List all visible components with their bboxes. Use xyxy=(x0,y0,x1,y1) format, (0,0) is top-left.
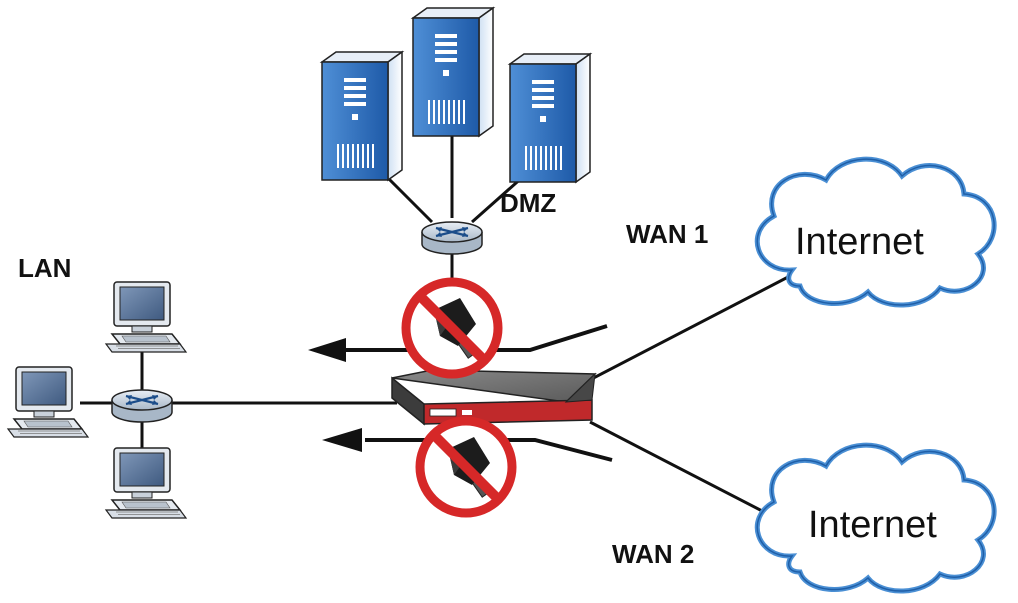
wan1-link xyxy=(579,274,791,387)
lan-computer-left-icon xyxy=(7,366,89,438)
dmz-server-left-icon xyxy=(321,51,403,181)
dmz-switch-icon xyxy=(420,220,484,256)
wan2-link xyxy=(589,420,769,516)
blocked-arrow-bottom xyxy=(322,428,613,462)
lan-computer-bottom-icon xyxy=(105,447,187,519)
arrow-head-icon xyxy=(322,428,362,452)
dmz-server-right-icon xyxy=(509,53,591,183)
lan-computer-top-icon xyxy=(105,281,187,353)
dmz-link-right xyxy=(471,173,526,224)
firewall-device-icon xyxy=(391,369,597,426)
dmz-server-center-icon xyxy=(412,7,494,137)
no-entry-icon-bottom xyxy=(420,421,512,513)
internet-label-1: Internet xyxy=(795,221,924,263)
no-entry-icon-top xyxy=(406,282,498,374)
wan1-label: WAN 1 xyxy=(626,219,708,249)
internet-label-2: Internet xyxy=(808,504,937,546)
lan-label: LAN xyxy=(18,253,71,283)
arrow-head-icon xyxy=(308,338,346,362)
wan2-label: WAN 2 xyxy=(612,539,694,569)
dmz-label: DMZ xyxy=(500,188,556,218)
connection-lines xyxy=(80,130,791,516)
lan-switch-icon xyxy=(110,388,174,424)
